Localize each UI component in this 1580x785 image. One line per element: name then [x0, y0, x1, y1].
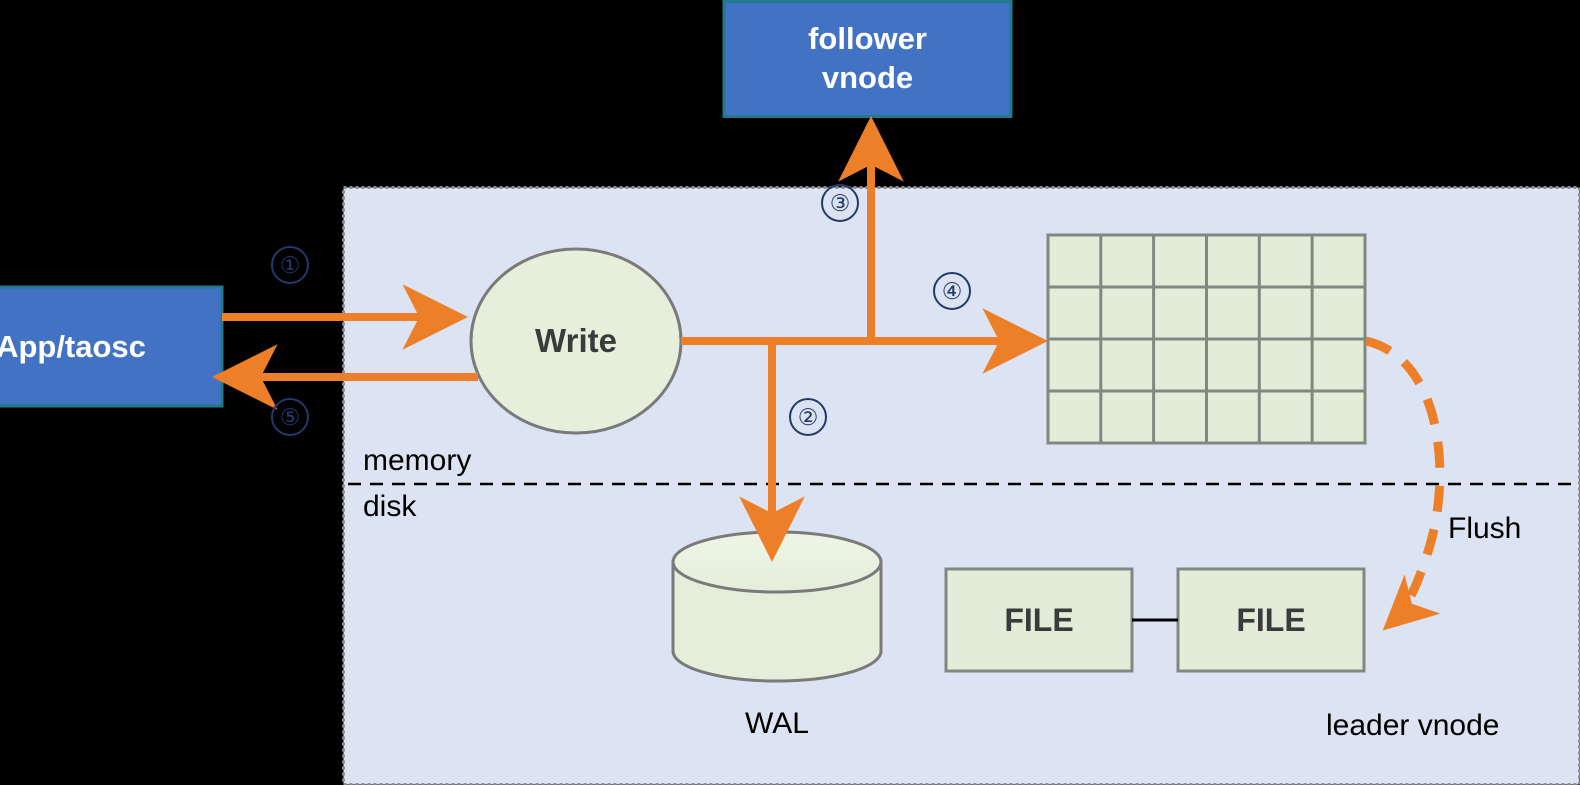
app-taosc-box[interactable]: [0, 285, 224, 408]
step-number-1: ①: [271, 246, 309, 284]
step-number-2: ②: [789, 398, 827, 436]
step-number-5: ⑤: [271, 398, 309, 436]
follower-vnode-box[interactable]: [722, 0, 1013, 118]
wal-cylinder[interactable]: [671, 530, 883, 683]
step-number-3: ③: [821, 184, 859, 222]
memtable-grid[interactable]: [1046, 233, 1367, 445]
flush-arrow: [1364, 336, 1445, 631]
file-box-1[interactable]: [944, 567, 1134, 673]
file-box-2[interactable]: [1176, 567, 1366, 673]
step-number-4: ④: [933, 272, 971, 310]
write-ellipse[interactable]: [469, 247, 683, 435]
